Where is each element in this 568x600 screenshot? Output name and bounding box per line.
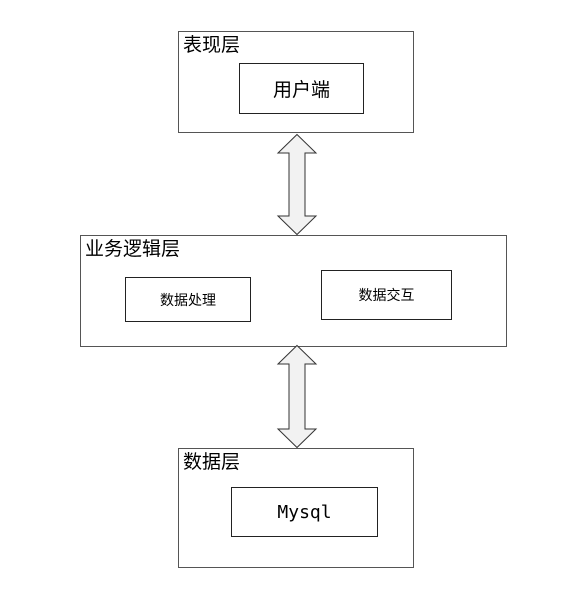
business-layer-title: 业务逻辑层 [85, 238, 181, 260]
client-box: 用户端 [239, 63, 364, 114]
data-interaction-box: 数据交互 [321, 270, 452, 320]
mysql-box: Mysql [231, 487, 378, 537]
data-interaction-label: 数据交互 [358, 288, 415, 304]
double-arrow-top [276, 133, 318, 236]
data-processing-label: 数据处理 [160, 292, 216, 309]
double-arrow-bottom [276, 344, 318, 449]
mysql-label: Mysql [277, 501, 332, 523]
client-label: 用户端 [272, 79, 330, 101]
data-processing-box: 数据处理 [125, 277, 251, 322]
data-layer-box: 数据层 Mysql [178, 448, 414, 568]
presentation-layer-box: 表现层 用户端 [178, 31, 414, 133]
data-layer-title: 数据层 [183, 451, 241, 473]
presentation-layer-title: 表现层 [183, 34, 241, 56]
business-layer-box: 业务逻辑层 数据处理 数据交互 [80, 235, 507, 347]
